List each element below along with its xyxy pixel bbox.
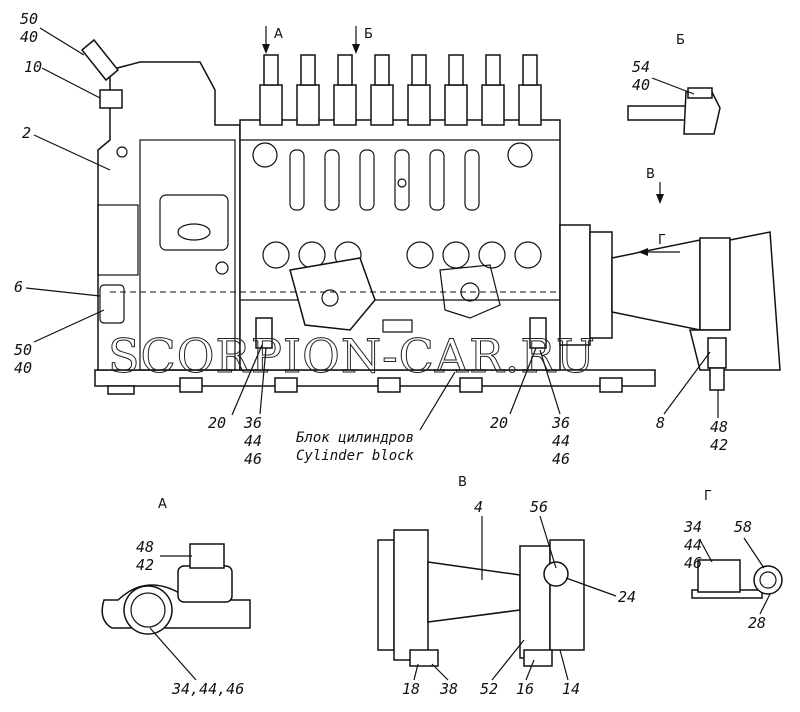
- callout-c58: 58: [734, 518, 752, 536]
- callout-c46_right: 46: [552, 450, 570, 468]
- callout-c56: 56: [530, 498, 548, 516]
- lever-plate: [159, 194, 229, 251]
- callout-c34_a: 34,44,46: [171, 680, 244, 698]
- lever-slot: [177, 223, 211, 241]
- section-label-v_view: В: [458, 475, 467, 490]
- callout-c36_right: 36: [551, 414, 570, 432]
- callout-c40_left: 40: [14, 359, 32, 377]
- drive-flange: [699, 237, 731, 331]
- callout-c42_a: 42: [136, 556, 154, 574]
- coupling-disc: [589, 231, 613, 339]
- boss-plate: [439, 264, 501, 319]
- base-foot: [179, 377, 203, 393]
- section-label-v: В: [646, 167, 655, 182]
- callout-c40_b: 40: [632, 76, 650, 94]
- fitting-50-40: [80, 38, 120, 82]
- stud-48-42: [709, 367, 725, 391]
- view-a: А 48 42 34,44,46: [101, 497, 251, 698]
- section-label-a_view: А: [158, 497, 167, 512]
- governor-cover: [139, 139, 236, 371]
- callout-c54: 54: [632, 58, 650, 76]
- plug: [99, 284, 125, 324]
- callout-c4: 4: [474, 498, 483, 516]
- section-label-g_view: Г: [704, 489, 712, 504]
- callout-c24: 24: [618, 588, 636, 606]
- callout-c28: 28: [748, 614, 766, 632]
- callout-c48_a: 48: [136, 538, 154, 556]
- callout-c8: 8: [656, 414, 665, 432]
- callout-c44_left: 44: [244, 432, 262, 450]
- callout-c16: 16: [516, 680, 534, 698]
- coupling-hub: [611, 239, 701, 331]
- callout-c20_right: 20: [490, 414, 508, 432]
- section-label-a: А: [274, 27, 283, 42]
- callout-c42_main: 42: [710, 436, 728, 454]
- priming-pump: [289, 257, 376, 331]
- callout-c48_main: 48: [710, 418, 728, 436]
- section-label-b: Б: [364, 27, 373, 42]
- housing-bracket: [689, 231, 781, 371]
- governor-bracket: [97, 204, 139, 276]
- section-arrows: А Б В Г: [262, 26, 680, 256]
- callout-c44_right: 44: [552, 432, 570, 450]
- callout-c46_g: 46: [684, 554, 702, 572]
- base-foot: [599, 377, 623, 393]
- main-callouts: 50 40 10 2 6 50 40 20 36 44 46 20 36 44 …: [14, 10, 728, 468]
- bolt-head: [215, 261, 229, 275]
- callout-c20_left: 20: [208, 414, 226, 432]
- view-g: Г 34 44 46 58 28: [683, 489, 783, 632]
- callout-c14: 14: [562, 680, 580, 698]
- callout-c18: 18: [402, 680, 420, 698]
- callout-c50_left: 50: [14, 341, 32, 359]
- section-label-b_view: Б: [676, 33, 685, 48]
- callout-c40_top: 40: [20, 28, 38, 46]
- caption-en: Cylinder block: [296, 448, 415, 464]
- pump-body: [239, 119, 561, 371]
- callout-c46_left: 46: [244, 450, 262, 468]
- screw-20-36-left: [255, 317, 273, 349]
- base-foot: [274, 377, 298, 393]
- view-v: В 4 56 24 18 38 52 16 14: [377, 475, 636, 698]
- callout-c44_g: 44: [684, 536, 702, 554]
- section-label-g: Г: [658, 233, 666, 248]
- view-b: Б 54 40: [627, 33, 721, 135]
- base-foot: [107, 385, 135, 395]
- callout-c34_g: 34: [683, 518, 702, 536]
- callout-c2: 2: [22, 124, 31, 142]
- callout-c36_left: 36: [243, 414, 262, 432]
- base-foot: [377, 377, 401, 393]
- bolt-head: [116, 146, 128, 158]
- caption-ru: Блок цилиндров: [296, 430, 414, 446]
- watermark: SCORPION-CAR.RU: [108, 329, 596, 383]
- callout-c6: 6: [14, 278, 23, 296]
- level-gauge: [382, 319, 413, 333]
- callout-c38: 38: [439, 680, 458, 698]
- inspection-windows: [252, 142, 533, 211]
- fitting-nut: [99, 89, 123, 109]
- main-view: [80, 38, 781, 395]
- pump-elements: [259, 54, 542, 126]
- callout-c10: 10: [24, 58, 42, 76]
- coupling-flange: [559, 224, 591, 346]
- callout-c50_top: 50: [20, 10, 38, 28]
- callout-c52: 52: [480, 680, 498, 698]
- screw-20-36-right: [529, 317, 547, 349]
- stud-8: [707, 337, 727, 369]
- base-foot: [459, 377, 483, 393]
